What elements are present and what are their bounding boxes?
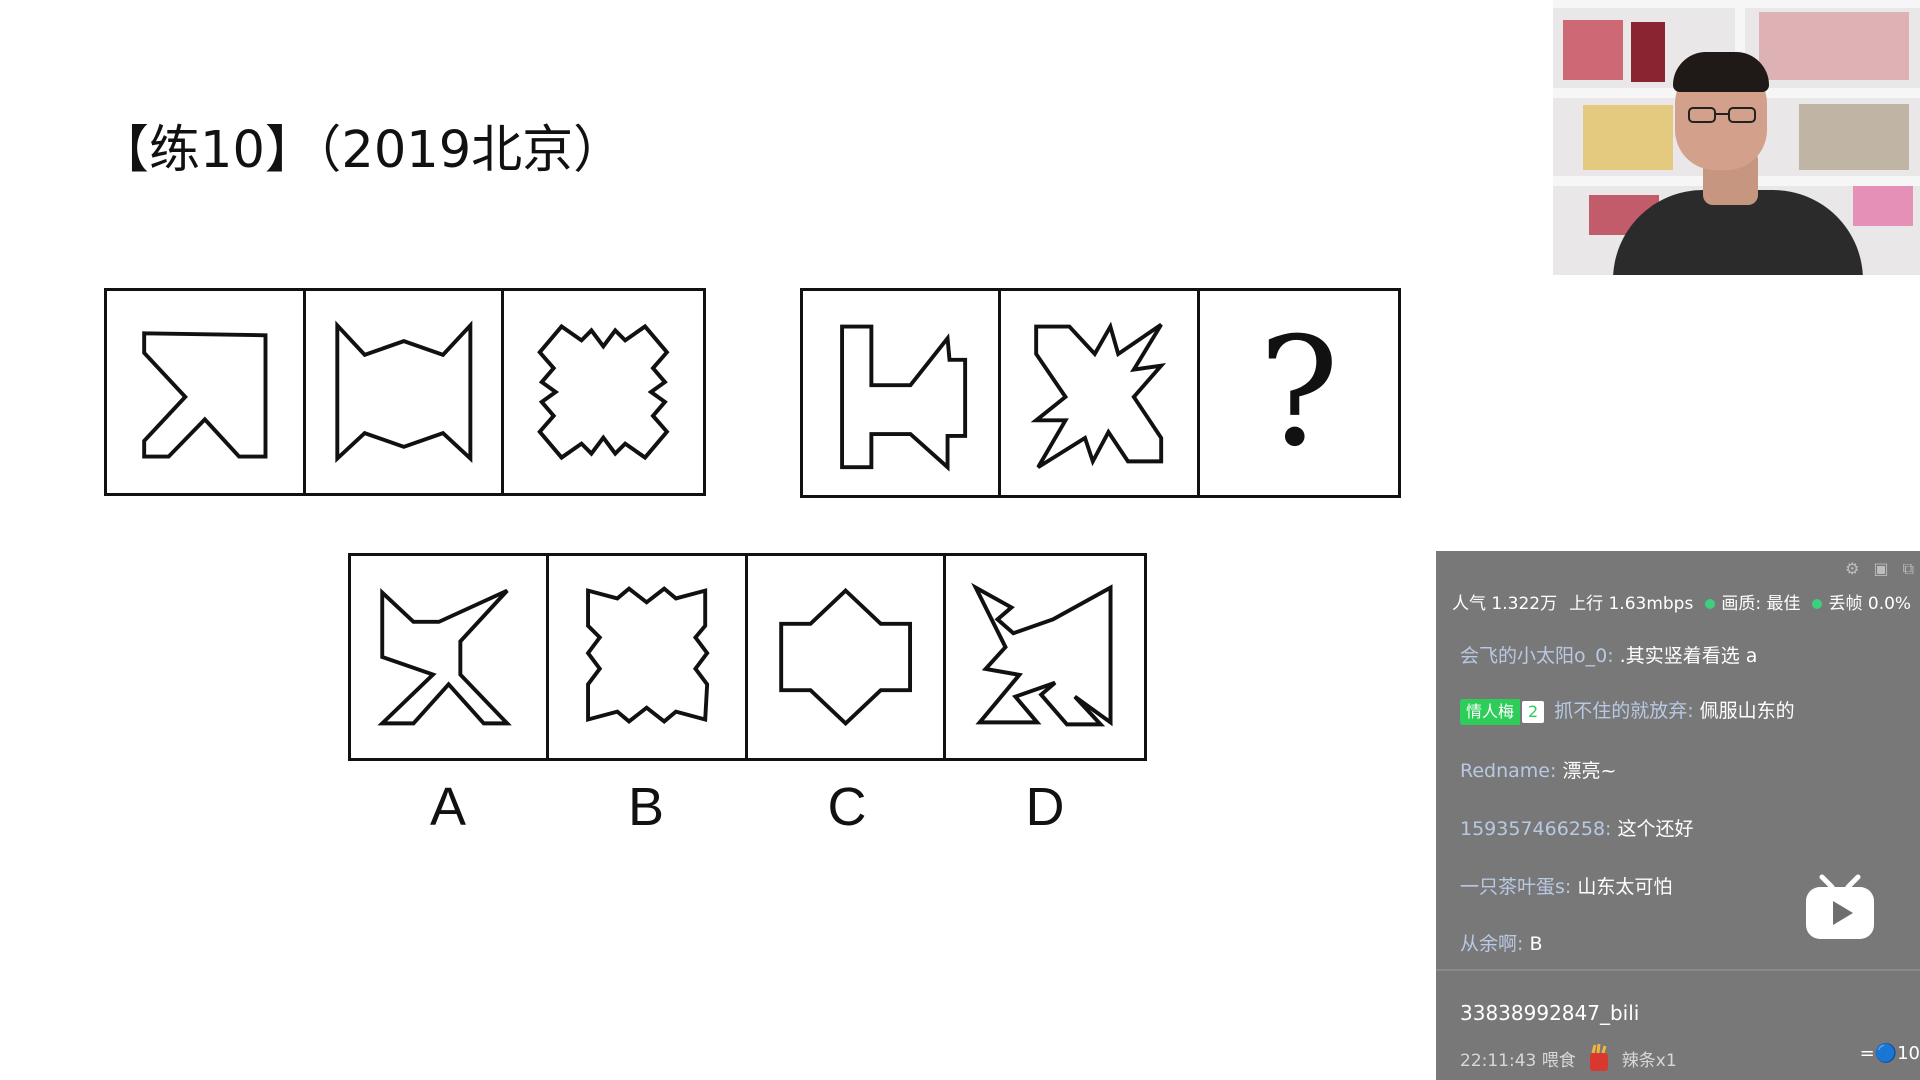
gift-item: 辣条x1 bbox=[1621, 1050, 1677, 1071]
chat-username[interactable]: 抓不住的就放弃: bbox=[1554, 700, 1694, 722]
gift-line: 22:11:43 喂食 辣条x1 bbox=[1460, 1043, 1677, 1073]
chat-divider bbox=[1436, 969, 1920, 971]
option-c-figure[interactable] bbox=[748, 556, 946, 758]
answer-options bbox=[348, 553, 1147, 761]
chat-username[interactable]: Redname: bbox=[1460, 760, 1557, 782]
question-mark: ? bbox=[1258, 306, 1340, 480]
chat-message: 会飞的小太阳o_0: .其实竖着看选 a bbox=[1460, 641, 1757, 668]
puzzle-figure-5 bbox=[1001, 291, 1200, 495]
option-b-figure[interactable] bbox=[549, 556, 748, 758]
quality-stat: 画质: 最佳 bbox=[1721, 594, 1801, 614]
chat-text: 佩服山东的 bbox=[1699, 700, 1795, 722]
popout-icon[interactable]: ⧉ bbox=[1902, 559, 1914, 578]
webcam-feed bbox=[1553, 0, 1920, 275]
chat-message: 159357466258: 这个还好 bbox=[1460, 814, 1694, 841]
option-c-label[interactable]: C bbox=[827, 777, 867, 837]
puzzle-figure-2 bbox=[306, 291, 505, 493]
chat-text: B bbox=[1529, 933, 1543, 955]
gift-value: =🔵10 bbox=[1859, 1043, 1920, 1064]
gift-username[interactable]: 33838992847_bili bbox=[1460, 1001, 1640, 1025]
gear-icon[interactable]: ⚙ bbox=[1845, 559, 1860, 578]
chat-text: 漂亮~ bbox=[1562, 760, 1617, 782]
status-dot-icon bbox=[1812, 599, 1823, 609]
chat-username[interactable]: 从余啊: bbox=[1460, 933, 1524, 955]
puzzle-figure-4 bbox=[803, 291, 1002, 495]
puzzle-group-right: ? bbox=[800, 288, 1401, 498]
chat-username[interactable]: 一只茶叶蛋s: bbox=[1460, 876, 1572, 898]
glasses-icon bbox=[1688, 107, 1756, 123]
option-d-figure[interactable] bbox=[946, 556, 1144, 758]
option-a-label[interactable]: A bbox=[429, 777, 467, 837]
chat-username[interactable]: 会飞的小太阳o_0: bbox=[1460, 645, 1614, 667]
drop-stat: 丢帧 0.0% bbox=[1828, 594, 1912, 614]
puzzle-figure-1 bbox=[107, 291, 306, 493]
chat-text: .其实竖着看选 a bbox=[1619, 645, 1758, 667]
gift-time: 22:11:43 喂食 bbox=[1460, 1050, 1576, 1071]
question-title: 【练10】（2019北京） bbox=[98, 121, 625, 180]
chat-text: 山东太可怕 bbox=[1577, 876, 1673, 898]
chat-message: 一只茶叶蛋s: 山东太可怕 bbox=[1460, 872, 1672, 899]
live-chat-panel: ⚙ ▣ ⧉ 人气 1.322万 上行 1.63mbps 画质: 最佳 丢帧 0.… bbox=[1436, 551, 1920, 1080]
puzzle-figure-3 bbox=[504, 291, 703, 493]
upload-stat: 上行 1.63mbps bbox=[1569, 594, 1694, 614]
bilibili-play-icon[interactable] bbox=[1804, 873, 1876, 941]
popularity-stat: 人气 1.322万 bbox=[1452, 594, 1558, 614]
option-b-label[interactable]: B bbox=[627, 777, 665, 837]
chat-username[interactable]: 159357466258: bbox=[1460, 818, 1612, 840]
clipboard-icon[interactable]: ▣ bbox=[1873, 559, 1889, 578]
chat-text: 这个还好 bbox=[1617, 818, 1694, 840]
question-mark-cell: ? bbox=[1200, 291, 1398, 495]
chat-message: 从余啊: B bbox=[1460, 929, 1543, 956]
status-dot-icon bbox=[1705, 599, 1716, 609]
option-d-label[interactable]: D bbox=[1025, 777, 1065, 837]
chat-message: Redname: 漂亮~ bbox=[1460, 756, 1616, 783]
option-a-figure[interactable] bbox=[351, 556, 550, 758]
spicy-strip-gift-icon bbox=[1589, 1043, 1608, 1071]
puzzle-group-left bbox=[104, 288, 706, 496]
stream-stats: 人气 1.322万 上行 1.63mbps 画质: 最佳 丢帧 0.0% bbox=[1452, 589, 1911, 614]
